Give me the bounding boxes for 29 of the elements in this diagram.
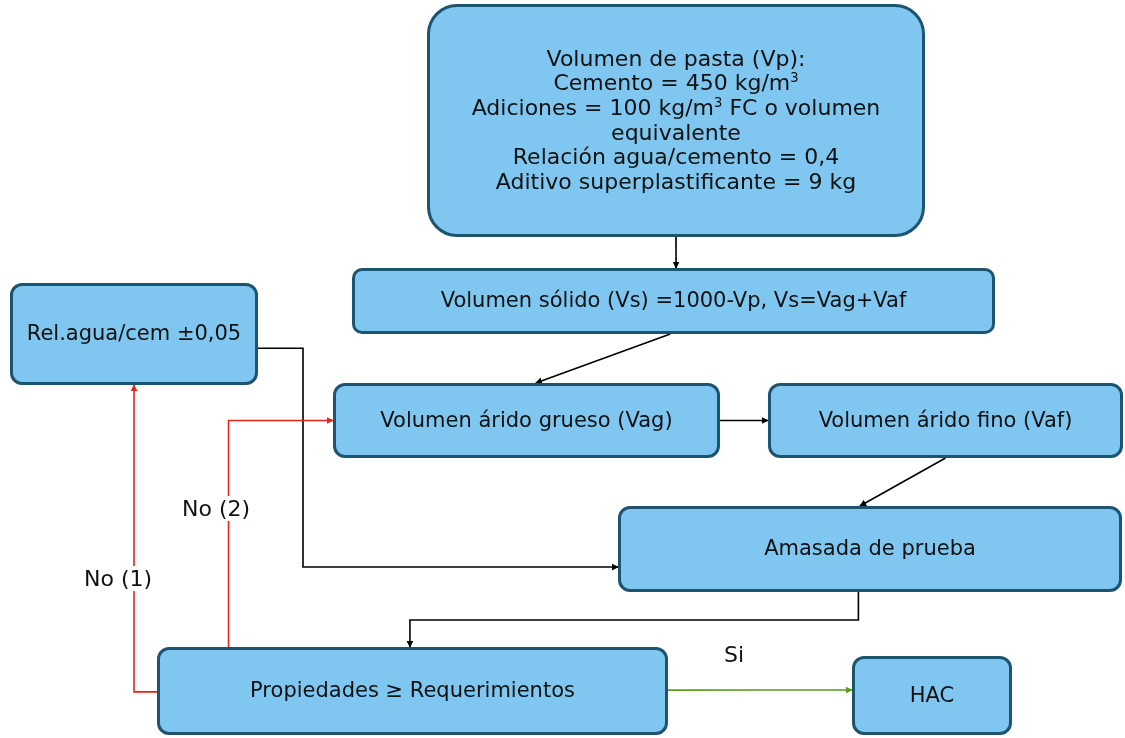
process-box [352,268,995,334]
arrow [859,457,947,507]
box-text: Relación agua/cemento = 0,4 [512,145,840,170]
box-text: Propiedades ≥ Requerimientos [250,679,575,703]
process-box [157,647,668,735]
arrow [672,236,680,269]
arrow [227,417,334,648]
box-text: Rel.agua/cem ±0,05 [26,322,242,346]
box-text: Aditivo superplastificante = 9 kg [495,169,857,195]
box-text: Volumen árido grueso (Vag) [380,408,673,433]
box-text: Adiciones = 100 kg/m$^{3}$ FC o volumen equivalente [470,95,882,146]
process-box [10,283,258,385]
box-text: Amasada de prueba [764,537,976,561]
arrow [535,333,672,385]
box-text: Volumen de pasta (Vp): [546,46,806,72]
process-box [333,383,720,458]
arrow [406,591,860,648]
process-box [618,506,1122,592]
box-text: Cemento = 450 kg/m$^{3}$ [553,71,799,96]
box-text: Volumen árido fino (Vaf) [818,408,1073,433]
box-text: Volumen sólido (Vs) =1000-Vp, Vs=Vag+Vaf [440,289,907,313]
arrow [667,686,853,694]
process-box [427,4,925,237]
process-box [852,656,1012,735]
arrow [719,417,769,424]
box-text: HAC [909,683,955,708]
process-box [768,383,1123,458]
arrow [130,384,158,693]
arrow [257,347,619,571]
